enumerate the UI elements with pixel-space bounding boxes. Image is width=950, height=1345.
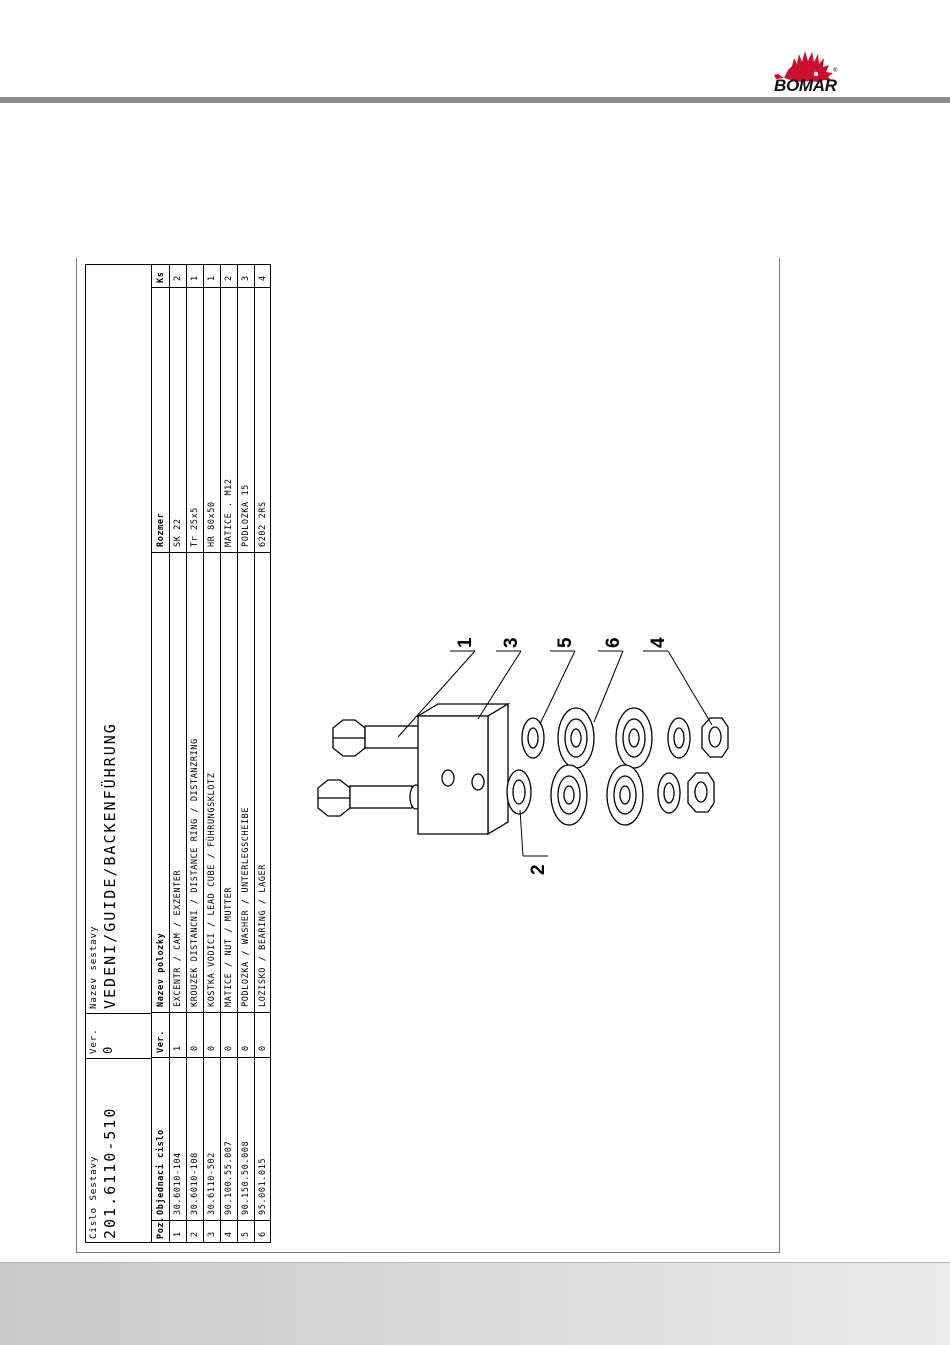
cell-order-no: 95.001.015: [258, 1157, 268, 1215]
washer-part: [657, 772, 681, 814]
cell-name: KROUZEK DISTANCNI / DISTANCE RING / DIST…: [190, 738, 200, 1007]
cell-qty: 4: [258, 275, 268, 281]
table-row: 1 30.6010-104 1 EXCENTR / CAM / EXZENTER…: [170, 264, 186, 1243]
parts-list-wrapper: Cislo Sestavy 201.6110-510 Ver. 0 Nazev …: [85, 264, 271, 1243]
cell-size: MATICE . M12: [224, 478, 234, 547]
assembly-number-cell: Cislo Sestavy 201.6110-510: [85, 1058, 151, 1243]
cell-size: Tr 25x5: [190, 506, 200, 547]
header-separator: [151, 264, 152, 1243]
bearing-part: [615, 707, 653, 769]
cell-ver: 0: [207, 1045, 217, 1051]
callout-4: 4: [648, 637, 669, 648]
cell-qty: 1: [190, 275, 200, 281]
callout-3: 3: [501, 637, 522, 648]
cell-name: LOZISKO / BEARING / LAGER: [258, 864, 268, 1007]
callout-6: 6: [603, 637, 624, 648]
cell-size: HR 80x50: [207, 501, 217, 547]
table-row: 3 30.6110-502 0 KOSTKA VODICI / LEAD CUB…: [204, 264, 220, 1243]
cell-name: MATICE / NUT / MUTTER: [224, 886, 234, 1007]
cell-qty: 1: [207, 275, 217, 281]
logo-wordmark: BOMAR: [774, 76, 837, 95]
exploded-assembly-drawing: 1 3 5 6 4 2: [317, 637, 729, 875]
nut-part: [701, 717, 729, 758]
bearing-part: [550, 764, 588, 826]
cell-ver: 0: [190, 1045, 200, 1051]
cell-name: EXCENTR / CAM / EXZENTER: [173, 869, 183, 1007]
bearing-part: [557, 707, 595, 769]
callout-5: 5: [555, 637, 576, 648]
version-value: 0: [101, 1044, 115, 1054]
callout-2: 2: [528, 864, 549, 875]
nut-part: [687, 772, 715, 813]
cell-pos: 2: [190, 1231, 200, 1237]
distance-ring-part: [506, 769, 532, 815]
table-row: 2 30.6010-108 0 KROUZEK DISTANCNI / DIST…: [187, 264, 203, 1243]
cell-name: KOSTKA VODICI / LEAD CUBE / FÜHRUNGSKLOT…: [207, 772, 217, 1007]
cell-pos: 1: [173, 1231, 183, 1237]
cell-size: PODLOZKA 15: [241, 484, 251, 547]
col-ver-header: Ver.: [156, 1030, 166, 1053]
assembly-name: VEDENI/GUIDE/BACKENFÜHRUNG: [101, 722, 119, 1009]
version-label: Ver.: [89, 1028, 99, 1054]
cell-pos: 5: [241, 1231, 251, 1237]
cell-ver: 0: [241, 1045, 251, 1051]
dinosaur-icon: [774, 51, 833, 82]
washer-part: [667, 717, 691, 759]
col-order-header: Objednaci cislo: [156, 1129, 166, 1215]
cell-ver: 1: [173, 1045, 183, 1051]
cell-name: PODLOZKA / WASHER / UNTERLEGSCHEIBE: [241, 806, 251, 1007]
version-cell: Ver. 0: [85, 1013, 151, 1058]
assembly-number: 201.6110-510: [101, 1106, 119, 1239]
bomar-logo: BOMAR ®: [770, 48, 850, 96]
col-pos-header: Poz.: [156, 1216, 166, 1239]
cell-order-no: 30.6010-104: [173, 1152, 183, 1215]
cell-order-no: 30.6010-108: [190, 1152, 200, 1215]
cell-order-no: 90.100.55.007: [224, 1140, 234, 1215]
parts-list-table: Cislo Sestavy 201.6110-510 Ver. 0 Nazev …: [85, 264, 271, 1243]
cell-pos: 4: [224, 1231, 234, 1237]
drawing-sheet: [76, 258, 780, 1253]
table-row: 6 95.001.015 0 LOZISKO / BEARING / LAGER…: [255, 264, 271, 1243]
table-row: 4 90.100.55.007 0 MATICE / NUT / MUTTER …: [221, 264, 237, 1243]
table-header-row: Poz. Objednaci cislo Ver. Nazev polozky …: [153, 264, 169, 1243]
cell-qty: 2: [173, 275, 183, 281]
col-qty-header: Ks: [156, 271, 166, 283]
table-row: 5 90.150.50.008 0 PODLOZKA / WASHER / UN…: [238, 264, 254, 1243]
assembly-name-cell: Nazev sestavy VEDENI/GUIDE/BACKENFÜHRUNG: [85, 264, 151, 1013]
callout-1: 1: [455, 637, 476, 648]
assembly-name-label: Nazev sestavy: [89, 925, 99, 1009]
cell-qty: 2: [224, 275, 234, 281]
cell-ver: 0: [224, 1045, 234, 1051]
cell-ver: 0: [258, 1045, 268, 1051]
cam-bolt-part: [317, 779, 423, 817]
washer-part: [521, 717, 545, 759]
col-name-header: Nazev polozky: [156, 932, 166, 1007]
callout-labels: 1 3 5 6 4 2: [455, 637, 669, 875]
cell-order-no: 90.150.50.008: [241, 1140, 251, 1215]
cell-pos: 3: [207, 1231, 217, 1237]
page-footer: [0, 1262, 950, 1345]
assembly-number-label: Cislo Sestavy: [89, 1155, 99, 1239]
bearing-part: [606, 764, 644, 826]
cell-pos: 6: [258, 1231, 268, 1237]
cell-size: 6202 2RS: [258, 501, 268, 547]
col-size-header: Rozmer: [156, 512, 166, 547]
registered-mark: ®: [833, 68, 838, 74]
header-divider: [0, 97, 950, 103]
cell-qty: 3: [241, 275, 251, 281]
cell-size: SK 22: [173, 518, 183, 547]
lead-cube-part: [415, 702, 511, 836]
cell-order-no: 30.6110-502: [207, 1152, 217, 1215]
